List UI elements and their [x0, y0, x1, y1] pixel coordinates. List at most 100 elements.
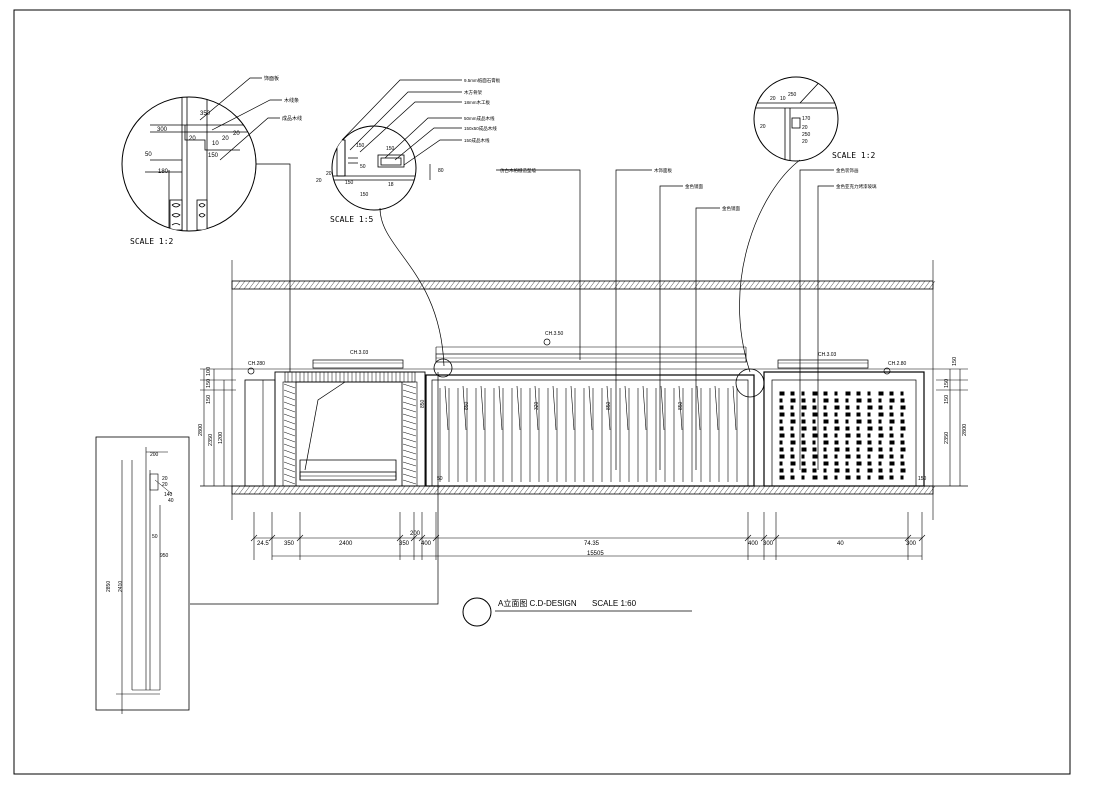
hatch-stroke	[798, 485, 806, 495]
hatch-stroke	[898, 280, 906, 290]
hatch-stroke	[398, 280, 406, 290]
mid-dim-0: 850	[420, 399, 426, 408]
hatch-stroke	[848, 485, 856, 495]
script-glyph	[889, 419, 895, 424]
frame-pattern	[402, 395, 417, 401]
script-glyph	[801, 391, 805, 396]
hatch-stroke	[808, 280, 816, 290]
hatch-stroke	[793, 280, 801, 290]
hatch-stroke	[278, 485, 286, 495]
detail-middle-label-2: 18mm木工板	[464, 99, 491, 106]
hatch-stroke	[533, 280, 541, 290]
ch-label-0: CH.280	[248, 361, 265, 367]
detail-middle-dim-5: 80	[438, 168, 444, 174]
detail-middle-dim-2: 50	[360, 164, 366, 170]
hatch-stroke	[323, 280, 331, 290]
dim-tick	[904, 534, 912, 542]
hatch-stroke	[888, 280, 896, 290]
script-glyph	[845, 419, 849, 424]
script-glyph	[801, 426, 807, 431]
hatch-stroke	[713, 280, 721, 290]
detail-left-dim-1: 300	[157, 127, 168, 133]
hatch-stroke	[563, 280, 571, 290]
hatch-stroke	[268, 280, 276, 290]
callout-0: 仿古木格栅造型墙	[500, 167, 536, 174]
frame-pattern	[283, 479, 296, 485]
hatch-stroke	[763, 485, 771, 495]
script-glyph	[856, 398, 862, 403]
hatch-stroke	[368, 280, 376, 290]
grille-ornament	[660, 385, 665, 431]
script-glyph	[845, 475, 851, 480]
frame-pattern	[402, 407, 417, 413]
hatch-stroke	[478, 485, 486, 495]
sheet-border	[13, 9, 1071, 775]
hatch-stroke	[708, 485, 716, 495]
hatch-stroke	[403, 485, 411, 495]
hatch-stroke	[363, 280, 371, 290]
detail-right-scale: SCALE 1:2	[832, 151, 876, 160]
bottom-dim-10: 300	[906, 541, 917, 547]
grille-ornament	[498, 385, 503, 431]
script-glyph	[823, 426, 827, 431]
grille-ornament	[678, 385, 683, 431]
hatch-stroke	[598, 485, 606, 495]
script-glyph	[878, 412, 884, 417]
hatch-stroke	[473, 280, 481, 290]
ch-label-2: CH.3.50	[545, 331, 564, 337]
frame-pattern	[402, 401, 417, 407]
script-glyph	[889, 468, 893, 473]
script-glyph	[878, 426, 883, 431]
hatch-stroke	[928, 485, 936, 495]
script-glyph	[812, 405, 817, 410]
script-glyph	[900, 461, 905, 466]
left-h-5: 1200	[218, 432, 224, 444]
script-glyph	[834, 412, 838, 417]
main-elevation	[200, 260, 968, 520]
detail-left-dim-0: 350	[200, 111, 211, 117]
hatch-stroke	[543, 280, 551, 290]
detail-bottom-left	[95, 436, 190, 714]
hatch-stroke	[608, 280, 616, 290]
script-glyph	[801, 454, 805, 459]
grille-ornament	[624, 385, 629, 431]
script-glyph	[790, 468, 794, 473]
detail-right: 20 10 250 20 170 20 250 20 SCALE 1:2	[753, 76, 876, 162]
right-panel-script	[779, 391, 906, 480]
script-glyph	[856, 426, 860, 431]
hatch-stroke	[388, 280, 396, 290]
hatch-stroke	[693, 485, 701, 495]
script-glyph	[823, 475, 828, 480]
ch-label-3: CH.3.03	[818, 352, 837, 358]
hatch-stroke	[408, 280, 416, 290]
frame-pattern	[283, 473, 296, 479]
script-glyph	[867, 468, 873, 473]
script-glyph	[889, 412, 894, 417]
script-glyph	[779, 412, 785, 417]
script-glyph	[878, 405, 883, 410]
hatch-stroke	[908, 280, 916, 290]
hatch-stroke	[593, 485, 601, 495]
hatch-stroke	[673, 280, 681, 290]
dim-tick	[410, 534, 418, 542]
detail-left-scale: SCALE 1:2	[130, 237, 174, 246]
dim-tick	[250, 534, 258, 542]
hatch-stroke	[743, 485, 751, 495]
script-glyph	[867, 461, 872, 466]
hatch-stroke	[903, 485, 911, 495]
detail-middle-dim-3: 20	[316, 178, 322, 184]
hatch-stroke	[233, 485, 241, 495]
frame-pattern	[283, 431, 296, 437]
hatch-stroke	[823, 485, 831, 495]
left-h-1: 100	[206, 367, 212, 376]
script-glyph	[878, 391, 884, 396]
hatch-stroke	[273, 280, 281, 290]
hatch-stroke	[243, 485, 251, 495]
hatch-stroke	[313, 280, 321, 290]
callout-4: 金色装饰画	[836, 167, 859, 174]
hatch-stroke	[348, 485, 356, 495]
hatch-stroke	[883, 280, 891, 290]
hatch-stroke	[888, 485, 896, 495]
dim-tick	[296, 534, 304, 542]
hatch-stroke	[423, 280, 431, 290]
